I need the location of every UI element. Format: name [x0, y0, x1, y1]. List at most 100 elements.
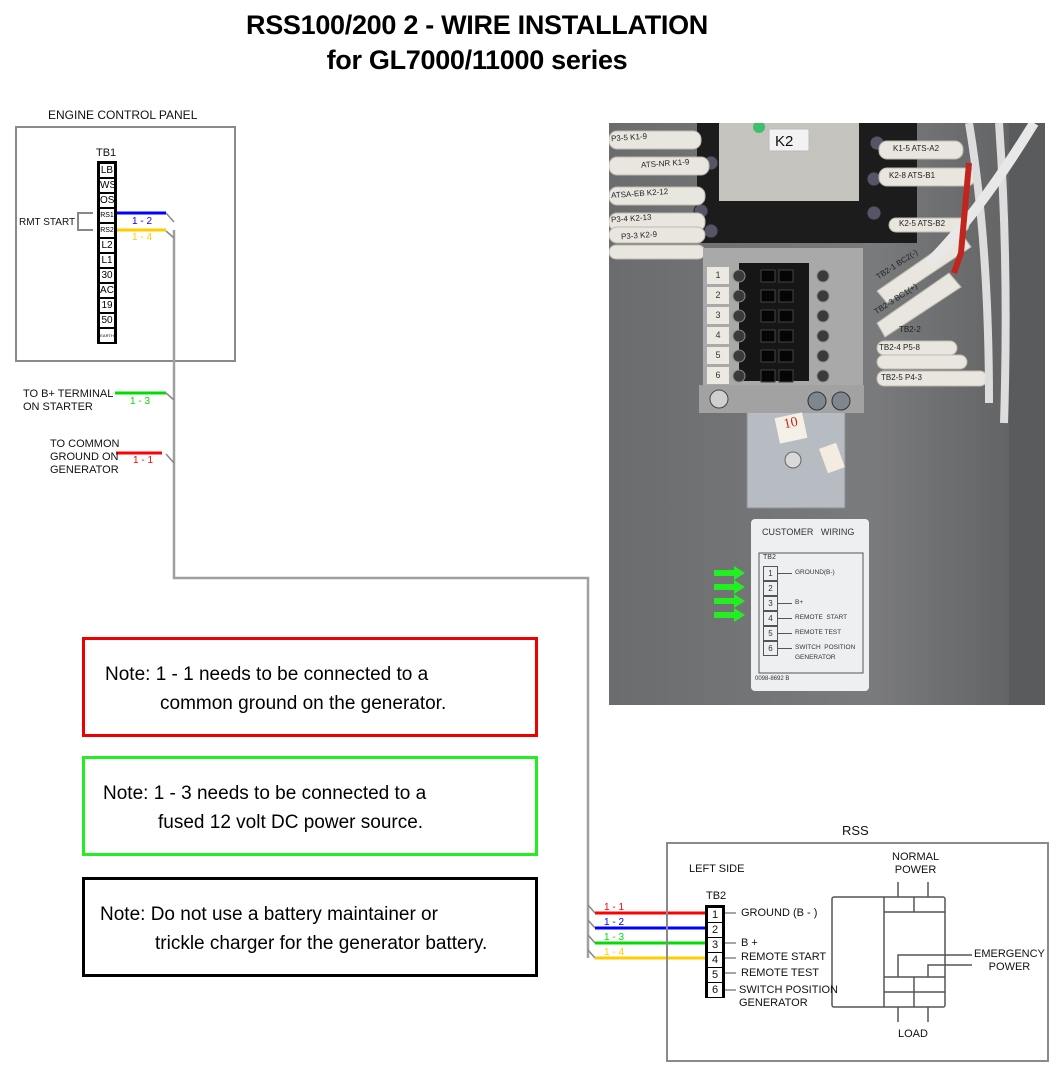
- rmt-start-bracket: [77, 212, 80, 231]
- terminal-screw: [816, 369, 830, 383]
- terminal-screw: [732, 329, 746, 343]
- green-arrow-icon: [714, 608, 745, 622]
- terminal-port: [760, 309, 776, 323]
- green-arrow-icon: [714, 566, 745, 580]
- terminal-port: [760, 369, 776, 383]
- wire-label-1-2: 1 - 2: [132, 216, 153, 227]
- terminal-number-tab: 6: [707, 367, 729, 384]
- terminal-screw: [816, 269, 830, 283]
- tb1-terminal-l2: L2: [99, 238, 115, 253]
- wire-tap: [587, 934, 596, 944]
- terminal-screw: [732, 289, 746, 303]
- sticker-label: REMOTE TEST: [795, 629, 842, 636]
- sticker-leader-line: [778, 618, 792, 619]
- wire-label-1-1-rss: 1 - 1: [604, 902, 625, 913]
- sticker-terminal-4: 4: [763, 611, 778, 626]
- tb1-label: TB1: [96, 147, 117, 159]
- terminal-screw: [816, 349, 830, 363]
- green-arrow-icon: [714, 580, 745, 594]
- sticker-terminal-5: 5: [763, 626, 778, 641]
- tb2-terminal-4: 4: [707, 952, 723, 968]
- tb1-terminal-rs1: RS1: [99, 208, 115, 223]
- transfer-switch-schematic: [831, 882, 972, 1022]
- sticker-leader-line: [778, 648, 792, 649]
- tb2-label-switch-position: SWITCH POSITION GENERATOR: [739, 984, 838, 1009]
- wire-tap: [587, 904, 596, 914]
- emergency-power-label: EMERGENCY POWER: [974, 948, 1045, 973]
- sticker-part-number: 0098-8692 B: [755, 676, 790, 682]
- wire-tap: [165, 392, 175, 401]
- terminal-number-tab: 1: [707, 267, 729, 284]
- b-plus-terminal-label: TO B+ TERMINAL ON STARTER: [23, 388, 114, 413]
- terminal-port: [760, 329, 776, 343]
- wire-tag: TB2-4 P5-8: [879, 343, 920, 352]
- terminal-port: [778, 329, 794, 343]
- rss-box: [666, 842, 1049, 1062]
- terminal-screw: [732, 349, 746, 363]
- terminal-number-tab: 4: [707, 327, 729, 344]
- tb2-label-ground: GROUND (B - ): [741, 907, 818, 919]
- tb1-terminal-ws: WS: [99, 178, 117, 193]
- rmt-start-label: RMT START: [19, 217, 76, 228]
- sticker-leader-line: [778, 603, 792, 604]
- terminal-port: [778, 309, 794, 323]
- tb2-terminal-5: 5: [707, 967, 723, 983]
- terminal-number-tab: 2: [707, 287, 729, 304]
- tb2-label-remote-test: REMOTE TEST: [741, 967, 820, 979]
- relay-k2-label: K2: [775, 133, 794, 150]
- tb1-terminal-rs2: RS2: [99, 223, 115, 238]
- wire-tag: K2-8 ATS-B1: [889, 171, 936, 180]
- tb1-terminal-19: 19: [99, 298, 115, 313]
- wire-tap: [165, 212, 175, 223]
- terminal-number-tab: 3: [707, 307, 729, 324]
- sticker-terminal-2: 2: [763, 581, 778, 596]
- wire-label-1-3-rss: 1 - 3: [604, 932, 625, 943]
- wire-tag: K1-5 ATS-A2: [893, 144, 940, 153]
- sticker-label: SWITCH POSITION GENERATOR: [795, 644, 856, 661]
- tb2-terminal-6: 6: [707, 982, 723, 998]
- sticker-label: GROUND(B-): [795, 569, 835, 576]
- tb1-terminal-lb: LB: [99, 163, 115, 178]
- sticker-leader-line: [778, 633, 792, 634]
- rmt-start-bracket-legs: [78, 212, 93, 231]
- tb2-terminal-1: 1: [707, 907, 723, 923]
- terminal-screw: [816, 289, 830, 303]
- wire-tag: K2-5 ATS-B2: [899, 219, 946, 228]
- terminal-screw: [732, 269, 746, 283]
- tb1-terminal-ac: AC: [99, 283, 115, 298]
- terminal-screw: [732, 309, 746, 323]
- sticker-terminal-3: 3: [763, 596, 778, 611]
- engine-control-panel-label: ENGINE CONTROL PANEL: [48, 108, 198, 122]
- terminal-screw: [816, 329, 830, 343]
- note-battery-maintainer: Note: Do not use a battery maintainer or…: [82, 877, 538, 977]
- cable-bundle-path: [172, 230, 590, 958]
- terminal-port: [778, 289, 794, 303]
- sticker-tb2-label: TB2: [763, 554, 776, 561]
- sticker-terminal-6: 6: [763, 641, 778, 656]
- tb2-label: TB2: [706, 890, 727, 902]
- terminal-port: [778, 349, 794, 363]
- tb1-terminal-earth: EARTH: [99, 328, 115, 343]
- common-ground-label: TO COMMON GROUND ON GENERATOR: [50, 438, 120, 476]
- wire-label-1-4-rss: 1 - 4: [604, 947, 625, 958]
- terminal-screw: [732, 369, 746, 383]
- tb1-terminal-os: OS: [99, 193, 115, 208]
- terminal-port: [778, 369, 794, 383]
- wire-label-1-3: 1 - 3: [130, 396, 151, 407]
- tb1-terminal-30: 30: [99, 268, 115, 283]
- note-ground: Note: 1 - 1 needs to be connected to a c…: [82, 637, 538, 737]
- terminal-number-tab: 5: [707, 347, 729, 364]
- sticker-title: CUSTOMER WIRING: [762, 527, 855, 537]
- wire-label-1-4: 1 - 4: [132, 232, 153, 243]
- wire-label-1-2-rss: 1 - 2: [604, 917, 625, 928]
- green-arrow-icon: [714, 594, 745, 608]
- sticker-leader-line: [778, 573, 792, 574]
- tb1-terminal-l1: L1: [99, 253, 115, 268]
- photo-illustration: [609, 123, 1045, 705]
- terminal-port: [778, 269, 794, 283]
- tb2-terminal-3: 3: [707, 937, 723, 953]
- tb2-label-remote-start: REMOTE START: [741, 951, 827, 963]
- load-label: LOAD: [898, 1028, 928, 1040]
